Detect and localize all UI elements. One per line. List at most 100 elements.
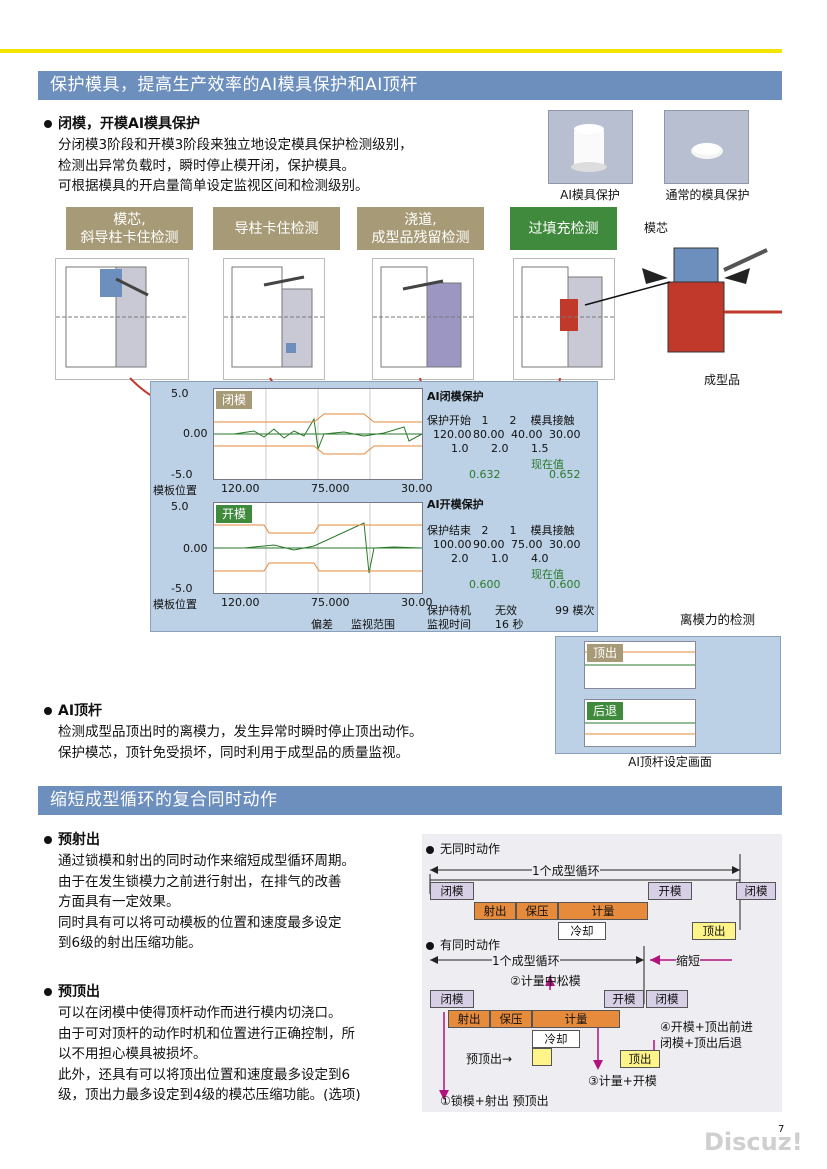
open-val: 100.00 <box>433 538 472 551</box>
bar-eject-1: 顶出 <box>692 922 736 940</box>
retract-chart: 后退 <box>584 699 696 747</box>
open-waveform-chart: 开模 <box>213 502 423 594</box>
open-level: 4.0 <box>531 552 549 565</box>
bullet-icon <box>426 845 434 854</box>
open-row-header: 保护结束 2 1 模具接触 <box>427 524 575 537</box>
close-now-label: 现在值 <box>531 458 564 471</box>
bar-close-2: 闭模 <box>430 990 474 1008</box>
text-line: 级，顶出力最多设定到4级的模芯压缩功能。(选项) <box>58 1087 361 1103</box>
bar-inject-1: 射出 <box>474 902 516 920</box>
note-4b: 闭模+顶出后退 <box>660 1036 743 1050</box>
normal-protect-photo <box>664 110 749 184</box>
tag-close: 闭模 <box>216 391 253 409</box>
overfill-detail-diagram <box>632 240 782 355</box>
preeject-heading: 预顶出 <box>44 981 424 1001</box>
label-core-pin: 模芯, 斜导柱卡住检测 <box>66 207 193 250</box>
bullet-icon <box>44 988 52 996</box>
text-line: 同时具有可以将可动模板的位置和速度最多设定 <box>58 914 342 931</box>
top-yellow-rule <box>0 49 782 53</box>
monitor-time-label: 监视时间 <box>427 618 471 631</box>
preinject-block: 预射出 通过锁模和射出的同时动作来缩短成型循环周期。 由于在发生锁模力之前进行射… <box>44 829 424 954</box>
text-line: 检测成型品顶出时的离模力，发生异常时瞬时停止顶出动作。 <box>58 724 423 740</box>
text-line: 由于可对顶杆的动作时机和位置进行正确控制，所 <box>58 1025 355 1042</box>
text-line: 分闭模3阶段和开模3阶段来独立地设定模具保护检测级别， <box>58 137 413 153</box>
mold-diagram-1 <box>55 258 189 380</box>
note-4a: ④开模+顶出前进 <box>660 1020 753 1034</box>
label-mold-core: 模芯 <box>644 221 669 235</box>
open-val: 30.00 <box>549 538 581 551</box>
note-3: ③计量+开模 <box>588 1074 657 1088</box>
close-now-val: 0.632 <box>469 468 501 481</box>
ai-ejector-block: AI顶杆 检测成型品顶出时的离模力，发生异常时瞬时停止顶出动作。 保护模芯，顶针… <box>44 700 544 763</box>
page-number: 7 <box>778 1124 785 1135</box>
bar-open-1: 开模 <box>648 882 692 900</box>
bar-cool-2: 冷却 <box>532 1030 580 1048</box>
bullet-icon <box>426 941 434 950</box>
close-level: 1.0 <box>451 442 469 455</box>
y-mid-1: 0.00 <box>183 427 208 440</box>
pos-val: 75.000 <box>311 596 350 609</box>
shot-count: 99 模次 <box>555 604 595 617</box>
mold-diagram-3 <box>372 258 474 380</box>
close-val: 40.00 <box>511 428 543 441</box>
preeject-block: 预顶出 可以在闭模中使得顶杆动作而进行模内切浇口。 由于可对顶杆的动作时机和位置… <box>44 981 424 1106</box>
ai-ejector-heading: AI顶杆 <box>44 700 544 720</box>
bar-meter-1: 计量 <box>558 902 648 920</box>
watermark: Discuz! <box>704 1128 803 1156</box>
tag-eject-out: 顶出 <box>587 644 624 662</box>
close-now-val: 0.652 <box>549 468 581 481</box>
ai-protect-block: 闭模，开模AI模具保护 分闭模3阶段和开模3阶段来独立地设定模具保护检测级别， … <box>44 113 544 197</box>
y-bot-2: -5.0 <box>171 582 193 595</box>
no-sync-heading: 无同时动作 <box>426 840 500 857</box>
text-line: 可以在闭模中使得顶杆动作而进行模内切浇口。 <box>58 1005 342 1021</box>
pos-label-1: 模板位置 <box>153 484 197 497</box>
text-line: 可根据模具的开启量简单设定监视区间和检测级别。 <box>58 178 369 194</box>
standby-label: 保护待机 <box>427 604 471 617</box>
preeject-body: 可以在闭模中使得顶杆动作而进行模内切浇口。 由于可对顶杆的动作时机和位置进行正确… <box>58 1003 424 1106</box>
bar-close-1: 闭模 <box>430 882 474 900</box>
cylinder-part-icon <box>571 124 607 172</box>
pos-label-2: 模板位置 <box>153 598 197 611</box>
pre-eject-label: 预顶出→ <box>466 1052 513 1066</box>
ai-mold-protect-screen: 闭模 5.0 0.00 -5.0 模板位置 120.00 75.000 30.0… <box>150 381 598 632</box>
text-line: 保护模芯，顶针免受损坏，同时利用于成型品的质量监视。 <box>58 744 409 761</box>
open-now-label: 现在值 <box>531 568 564 581</box>
close-level: 2.0 <box>491 442 509 455</box>
preinject-body: 通过锁模和射出的同时动作来缩短成型循环周期。 由于在发生锁模力之前进行射出，在排… <box>58 851 424 954</box>
ai-protect-body: 分闭模3阶段和开模3阶段来独立地设定模具保护检测级别， 检测出异常负载时，瞬时停… <box>58 135 544 197</box>
legend-monitor-range: 监视范围 <box>351 618 395 631</box>
eject-chart: 顶出 <box>584 641 696 689</box>
y-bot-1: -5.0 <box>171 468 193 481</box>
preinject-heading: 预射出 <box>44 829 424 849</box>
ai-protect-photo <box>548 110 633 184</box>
section-title-cycle: 缩短成型循环的复合同时动作 <box>38 786 782 815</box>
close-val: 120.00 <box>433 428 472 441</box>
ai-ejector-screen: 顶出 后退 <box>555 636 781 754</box>
note-1: ①锁模+射出 预顶出 <box>440 1094 549 1108</box>
text-line: 由于在发生锁模力之前进行射出，在排气的改善 <box>58 873 342 890</box>
close-row-header: 保护开始 1 2 模具接触 <box>427 414 575 427</box>
mold-diagram-2 <box>223 258 325 380</box>
tag-open: 开模 <box>216 505 253 523</box>
bar-cool-1: 冷却 <box>558 922 606 940</box>
label-overfill: 过填充检测 <box>510 207 617 250</box>
pos-val: 30.00 <box>401 596 433 609</box>
shorten-label: 缩短 <box>676 952 701 969</box>
open-now-val: 0.600 <box>469 578 501 591</box>
legend-deviation: 偏差 <box>311 618 333 631</box>
close-val: 80.00 <box>473 428 505 441</box>
bar-open-2: 开模 <box>604 990 644 1008</box>
photo2-caption: 通常的模具保护 <box>665 188 750 202</box>
open-level: 1.0 <box>491 552 509 565</box>
mold-diagram-4 <box>513 258 615 380</box>
ejector-screen-caption: AI顶杆设定画面 <box>628 755 712 769</box>
cycle-label-1: 1个成型循环 <box>532 862 600 879</box>
text-line: 以不用担心模具被损坏。 <box>58 1046 207 1062</box>
release-force-caption: 离模力的检测 <box>680 612 756 627</box>
pos-val: 30.00 <box>401 482 433 495</box>
bar-hold-2: 保压 <box>490 1010 532 1028</box>
bar-close-1b: 闭模 <box>736 882 776 900</box>
open-val: 90.00 <box>473 538 505 551</box>
tag-eject-back: 后退 <box>587 702 624 720</box>
bar-inject-2: 射出 <box>448 1010 490 1028</box>
